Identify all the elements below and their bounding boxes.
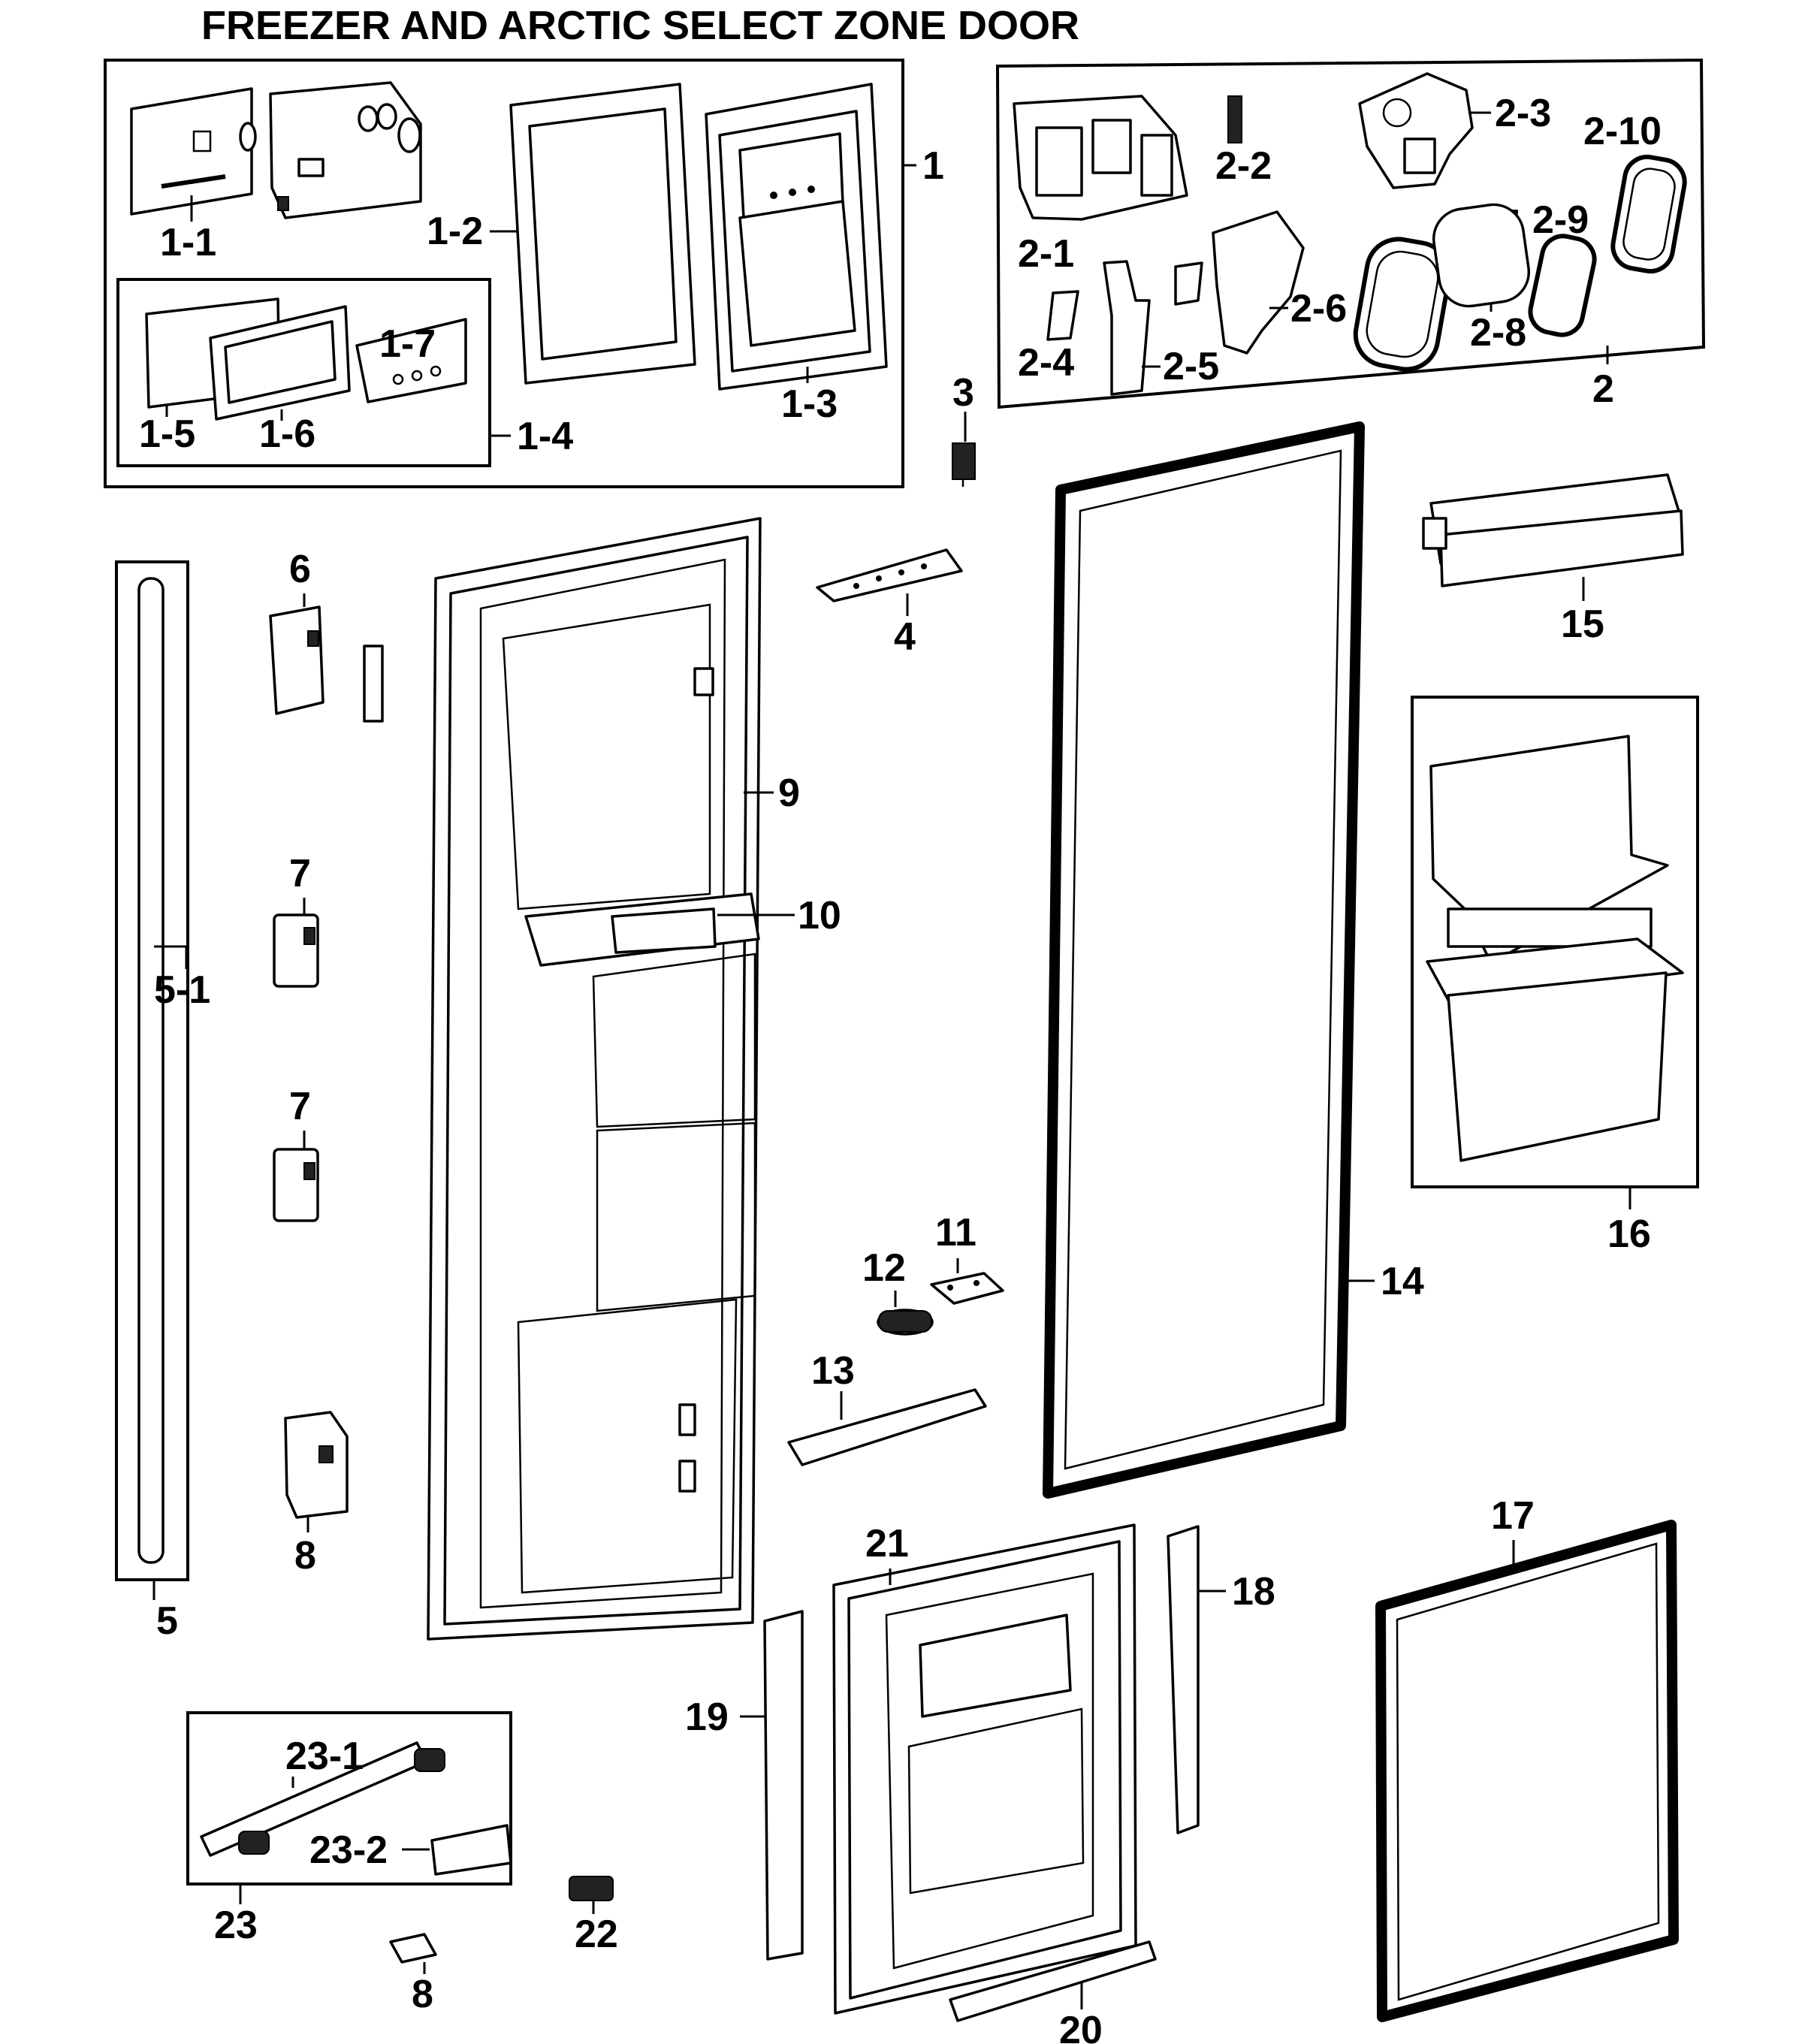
callout-18: 18 <box>1232 1570 1275 1614</box>
group-2-box <box>995 58 1706 409</box>
callout-6: 6 <box>289 548 311 591</box>
part-2-8-cover[interactable] <box>1430 201 1533 309</box>
part-19-trim[interactable] <box>763 1610 804 1961</box>
callout-2-1: 2-1 <box>1018 232 1074 276</box>
callout-23: 23 <box>214 1904 258 1947</box>
callout-21: 21 <box>865 1522 909 1565</box>
callout-15: 15 <box>1561 602 1604 646</box>
callout-1: 1 <box>922 144 944 188</box>
part-2-4-clip[interactable] <box>1046 290 1079 341</box>
part-2-7-seal[interactable] <box>1351 234 1454 375</box>
callout-2-6: 2-6 <box>1290 287 1347 331</box>
callout-4: 4 <box>894 615 916 659</box>
diagram-title: FREEZER AND ARCTIC SELECT ZONE DOOR <box>201 3 1079 48</box>
part-2-9-seal[interactable] <box>1526 232 1598 339</box>
callout-3: 3 <box>952 371 974 415</box>
callout-9: 9 <box>778 771 800 815</box>
callout-2-4: 2-4 <box>1018 341 1074 385</box>
part-22-clip[interactable] <box>569 1876 614 1901</box>
callout-2-2: 2-2 <box>1215 144 1272 188</box>
callout-2: 2 <box>1592 367 1614 411</box>
callout-23-2: 23-2 <box>309 1828 388 1872</box>
part-9-freezer-door[interactable] <box>427 517 762 1641</box>
part-2-6-chute[interactable] <box>1174 210 1305 355</box>
callout-1-7: 1-7 <box>379 322 436 366</box>
callout-10: 10 <box>798 894 841 937</box>
callout-19: 19 <box>685 1695 729 1739</box>
part-5-door-bar[interactable] <box>115 560 189 1581</box>
callout-8-lower: 8 <box>412 1973 433 2016</box>
callout-12: 12 <box>862 1246 906 1290</box>
part-1-3-dispenser-panel[interactable] <box>705 83 888 391</box>
callout-14: 14 <box>1381 1260 1424 1303</box>
callout-17: 17 <box>1491 1494 1535 1538</box>
callout-1-5: 1-5 <box>139 412 195 456</box>
part-8-hinge-lower[interactable] <box>284 1411 349 1519</box>
callout-5: 5 <box>156 1599 178 1643</box>
part-2-2-spring[interactable] <box>1227 95 1242 143</box>
callout-20: 20 <box>1059 2009 1103 2044</box>
part-15-shelf-bin[interactable] <box>1422 473 1684 587</box>
callout-2-8: 2-8 <box>1470 311 1526 355</box>
part-3-clip[interactable] <box>952 442 976 487</box>
callout-1-6: 1-6 <box>259 412 315 456</box>
callout-1-2: 1-2 <box>427 210 483 253</box>
part-18-trim[interactable] <box>1167 1525 1200 1834</box>
part-7-block-upper[interactable] <box>273 913 319 988</box>
callout-7-lower: 7 <box>289 1085 311 1128</box>
part-20-trim[interactable] <box>949 1940 1157 2022</box>
callout-23-1: 23-1 <box>285 1735 364 1778</box>
part-13-trim[interactable] <box>787 1388 987 1466</box>
part-1-7-pcb[interactable] <box>355 318 467 403</box>
callout-1-1: 1-1 <box>160 221 216 264</box>
part-21-zone-door[interactable] <box>832 1523 1137 2015</box>
callout-13: 13 <box>811 1349 855 1393</box>
callout-11: 11 <box>935 1211 976 1254</box>
part-7-block-lower[interactable] <box>273 1148 319 1222</box>
part-23-hinge-kit[interactable] <box>186 1711 512 1885</box>
callout-16: 16 <box>1607 1212 1651 1256</box>
part-1-6-bracket[interactable] <box>209 305 351 421</box>
callout-8-upper: 8 <box>294 1534 316 1578</box>
part-11-plate[interactable] <box>930 1272 1004 1305</box>
part-6-hinge[interactable] <box>269 605 384 723</box>
part-14-door-gasket[interactable] <box>1043 421 1365 1499</box>
part-8-cap[interactable] <box>389 1933 437 1964</box>
part-2-5-lever[interactable] <box>1103 260 1151 396</box>
callout-2-10: 2-10 <box>1583 110 1662 153</box>
callout-2-3: 2-3 <box>1495 92 1551 135</box>
callout-7-upper: 7 <box>289 852 311 895</box>
part-4-grille[interactable] <box>816 548 963 602</box>
group-1-box <box>104 59 904 488</box>
part-2-10-seal[interactable] <box>1610 153 1689 275</box>
part-2-3-motor[interactable] <box>1358 72 1474 189</box>
part-12-cap[interactable] <box>877 1309 934 1336</box>
part-16-bin-set[interactable] <box>1411 696 1699 1188</box>
part-1-2-frame[interactable] <box>509 83 696 385</box>
callout-1-3: 1-3 <box>781 382 838 426</box>
part-2-1-housing[interactable] <box>1013 95 1188 221</box>
callout-5-1: 5-1 <box>154 968 210 1012</box>
callout-1-4: 1-4 <box>517 415 573 458</box>
part-17-zone-gasket[interactable] <box>1375 1520 1679 2022</box>
callout-2-5: 2-5 <box>1163 345 1219 388</box>
part-1-1-control-panel[interactable] <box>130 81 422 219</box>
callout-22: 22 <box>575 1913 618 1956</box>
